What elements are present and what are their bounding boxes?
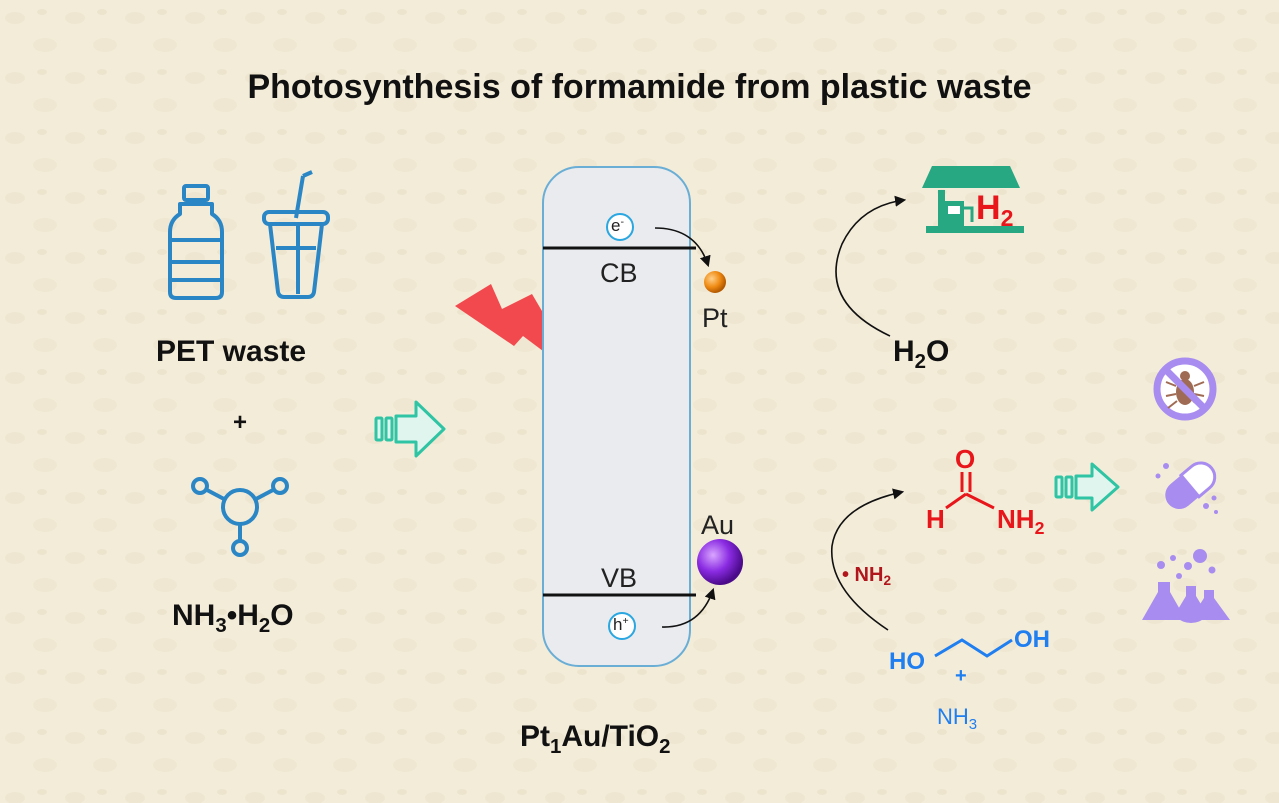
ammonia-molecule-icon [191, 477, 289, 557]
conduction-band-label: CB [600, 258, 638, 288]
electron-circle [606, 213, 634, 241]
hole-label: h+ [613, 615, 629, 634]
bottle-icon [168, 184, 224, 300]
ammonia-water-label: NH3•H2O [172, 599, 294, 637]
hydrogen-station-icon [922, 166, 1024, 233]
catalyst-name-label: Pt1Au/TiO2 [520, 720, 671, 758]
ethylene-glycol-structure [934, 638, 1013, 658]
formamide-formation-arrow [831, 488, 905, 631]
au-label: Au [701, 510, 735, 540]
glycol-oh-label: OH [1014, 626, 1050, 653]
catalyst-particle [542, 166, 691, 667]
pt-label: Pt [702, 303, 728, 333]
product-arrow-icon [1054, 462, 1120, 512]
left-plus-sign: + [233, 409, 248, 436]
electron-transfer-arrow [654, 227, 711, 268]
pet-waste-label: PET waste [156, 335, 307, 368]
amino-radical-label: • NH2 [842, 564, 892, 589]
formamide-structure [945, 472, 995, 510]
pt-particle [704, 271, 726, 293]
ammonia-reactant-label: NH3 [937, 704, 978, 733]
formamide-oxygen-label: O [955, 444, 976, 474]
water-label: H2O [893, 335, 950, 373]
formamide-hydrogen-label: H [926, 504, 945, 534]
hole-transfer-arrow [661, 587, 716, 628]
hole-circle [608, 612, 636, 640]
chemistry-flasks-icon [1142, 549, 1230, 623]
glycol-ho-label: HO [889, 648, 925, 675]
hydrogen-product-label: H2 [976, 189, 1014, 232]
formamide-amine-label: NH2 [997, 504, 1045, 538]
water-splitting-arrow [835, 195, 907, 337]
electron-label: e- [611, 216, 624, 235]
input-arrow-icon [374, 400, 446, 458]
insecticide-icon [1153, 357, 1217, 421]
au-particle [697, 539, 743, 585]
right-plus-sign: + [955, 665, 967, 687]
page-title: Photosynthesis of formamide from plastic… [247, 68, 1032, 106]
medicine-capsule-icon [1155, 461, 1218, 514]
cup-icon [262, 170, 330, 299]
valence-band-label: VB [601, 563, 638, 593]
